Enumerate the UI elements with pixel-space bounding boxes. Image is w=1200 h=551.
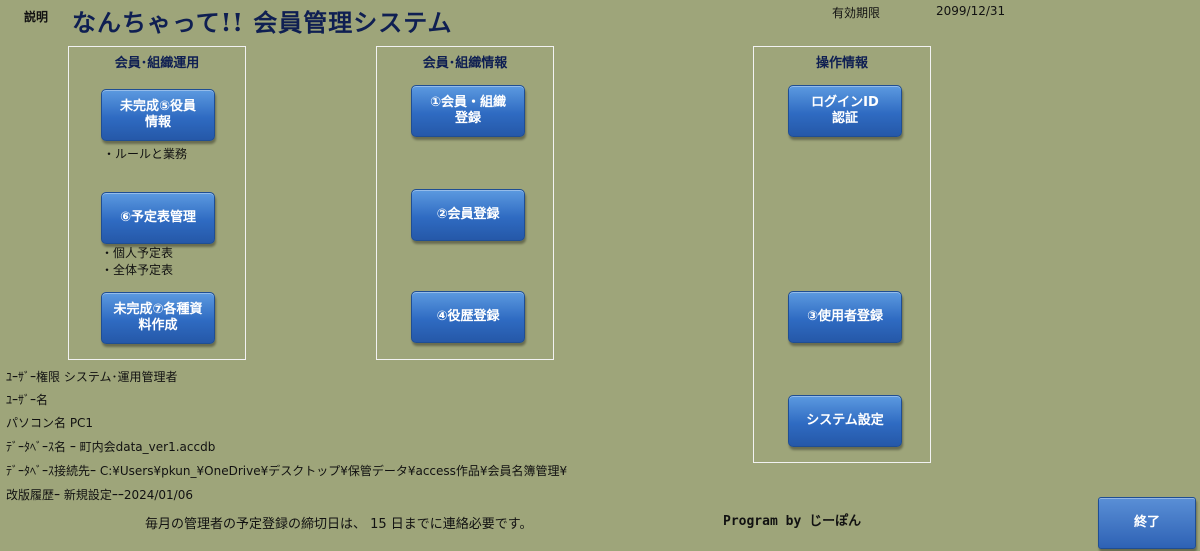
role-history-button[interactable]: ④役歴登録 [411, 291, 525, 343]
revision-history: 改版履歴ｰ 新規設定ｰｰ2024/01/06 [6, 488, 193, 502]
member-register-button[interactable]: ②会員登録 [411, 189, 525, 241]
database-connection: ﾃﾞｰﾀﾍﾞｰｽ接続先ｰ C:¥Users¥pkun_¥OneDrive¥デスク… [6, 464, 568, 478]
user-role: ﾕｰｻﾞｰ権限 システム･運用管理者 [6, 370, 178, 384]
panel-operation-info: 操作情報 ログインID 認証 ③使用者登録 システム設定 [753, 46, 931, 463]
expiry-value: 2099/12/31 [936, 4, 1006, 18]
panel-member-org-info: 会員･組織情報 ①会員・組織 登録 ②会員登録 ④役歴登録 [376, 46, 554, 360]
user-name: ﾕｰｻﾞｰ名 [6, 393, 49, 407]
help-label[interactable]: 説明 [24, 10, 49, 24]
panel-title-operation-info: 操作情報 [815, 56, 868, 71]
user-register-button[interactable]: ③使用者登録 [788, 291, 902, 343]
exit-button[interactable]: 終了 [1098, 497, 1196, 549]
member-org-register-button[interactable]: ①会員・組織 登録 [411, 85, 525, 137]
deadline-message: 毎月の管理者の予定登録の締切日は、 15 日までに連絡必要です。 [145, 517, 533, 532]
login-auth-button[interactable]: ログインID 認証 [788, 85, 902, 137]
officer-info-button[interactable]: 未完成⑤役員 情報 [101, 89, 215, 141]
documents-button[interactable]: 未完成⑦各種資 料作成 [101, 292, 215, 344]
panel-member-org-operation: 会員･組織運用 未完成⑤役員 情報 ・ルールと業務 ⑥予定表管理 ・個人予定表 … [68, 46, 246, 360]
panel-title-member-org-info: 会員･組織情報 [422, 56, 508, 71]
database-name: ﾃﾞｰﾀﾍﾞｰｽ名 ｰ 町内会data_ver1.accdb [6, 440, 216, 454]
program-credit: Program by じーぽん [723, 514, 862, 529]
schedule-note: ・個人予定表 ・全体予定表 [101, 246, 174, 277]
schedule-management-button[interactable]: ⑥予定表管理 [101, 192, 215, 244]
system-settings-button[interactable]: システム設定 [788, 395, 902, 447]
app-title: なんちゃって!! 会員管理システム [72, 8, 453, 37]
panel-title-member-org-operation: 会員･組織運用 [114, 56, 200, 71]
rules-note: ・ルールと業務 [103, 147, 188, 161]
expiry-label: 有効期限 [832, 6, 881, 20]
pc-name: パソコン名 PC1 [6, 416, 94, 430]
